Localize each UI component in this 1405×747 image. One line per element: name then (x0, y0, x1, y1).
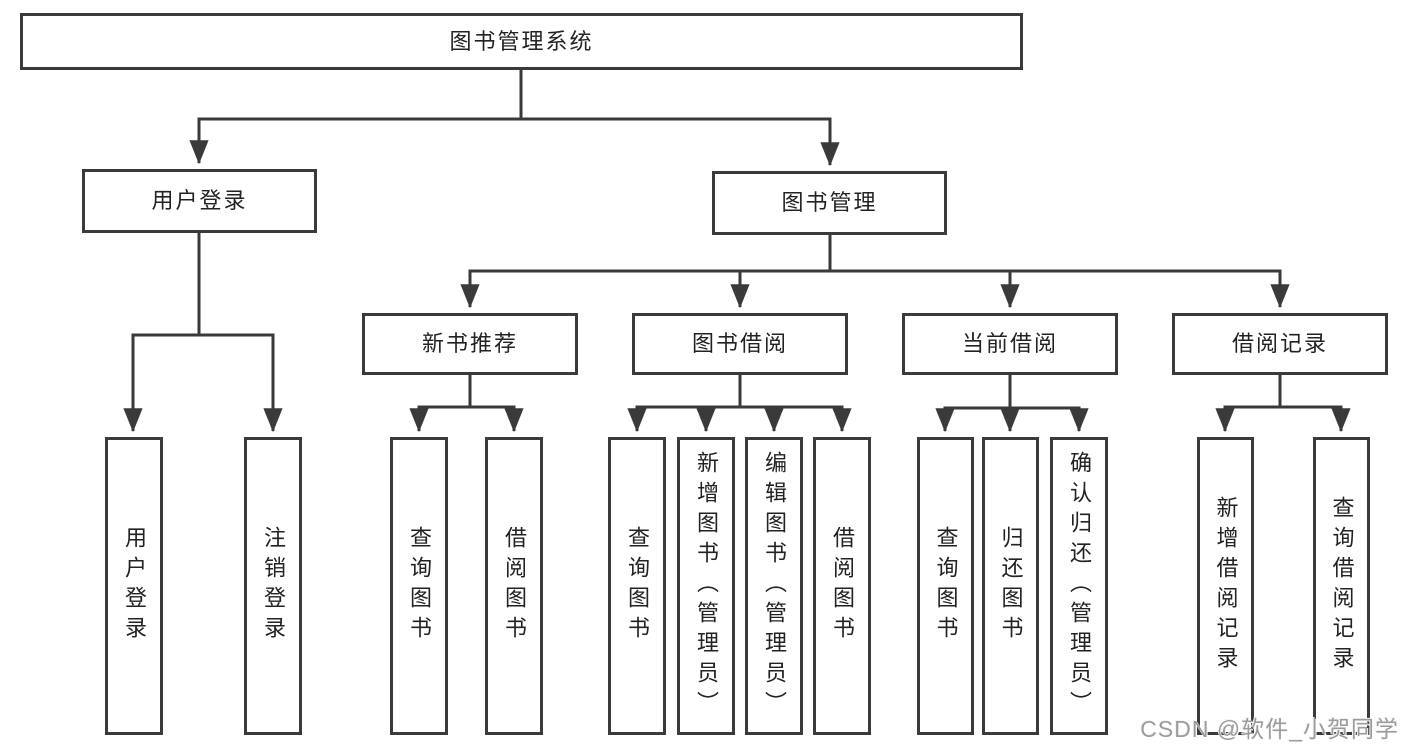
node-library-management-system: 图书管理系统 (20, 13, 1023, 70)
leaf-borrow-books: 借阅图书 (813, 437, 871, 735)
node-user-login: 用户登录 (82, 169, 317, 233)
leaf-query-books-current: 查询图书 (917, 437, 974, 735)
node-label: 用户登录 (122, 526, 147, 646)
node-label: 确认归还（管理员） (1067, 451, 1092, 721)
leaf-query-books-recommend: 查询图书 (390, 437, 448, 735)
node-label: 新书推荐 (421, 331, 518, 356)
leaf-logout: 注销登录 (244, 437, 302, 735)
node-borrow-records: 借阅记录 (1172, 313, 1388, 375)
leaf-query-borrow-record: 查询借阅记录 (1313, 437, 1370, 735)
node-label: 查询图书 (933, 526, 959, 646)
node-new-book-recommend: 新书推荐 (362, 313, 578, 375)
node-current-borrow: 当前借阅 (902, 313, 1118, 375)
node-label: 注销登录 (261, 526, 286, 646)
node-label: 查询图书 (407, 526, 432, 646)
leaf-return-books: 归还图书 (982, 437, 1039, 735)
node-label: 新增借阅记录 (1213, 496, 1239, 676)
node-label: 查询图书 (625, 526, 650, 646)
node-label: 借阅图书 (830, 526, 855, 646)
node-book-management: 图书管理 (712, 171, 947, 235)
node-label: 图书借阅 (691, 331, 788, 356)
node-label: 新增图书（管理员） (694, 451, 719, 721)
node-label: 借阅记录 (1231, 331, 1328, 356)
node-book-borrow: 图书借阅 (632, 313, 848, 375)
leaf-confirm-return-admin: 确认归还（管理员） (1050, 437, 1108, 735)
leaf-query-books-borrow: 查询图书 (608, 437, 666, 735)
node-label: 借阅图书 (502, 526, 527, 646)
node-label: 图书管理系统 (449, 28, 594, 54)
leaf-user-login: 用户登录 (105, 437, 163, 735)
leaf-edit-books-admin: 编辑图书（管理员） (745, 437, 803, 735)
csdn-watermark: CSDN @软件_小贺同学 (1140, 716, 1399, 742)
node-label: 编辑图书（管理员） (762, 451, 787, 721)
leaf-add-borrow-record: 新增借阅记录 (1197, 437, 1254, 735)
node-label: 图书管理 (781, 190, 878, 215)
leaf-add-books-admin: 新增图书（管理员） (677, 437, 735, 735)
node-label: 归还图书 (998, 526, 1024, 646)
node-label: 当前借阅 (961, 331, 1058, 356)
leaf-borrow-books-recommend: 借阅图书 (485, 437, 543, 735)
node-label: 查询借阅记录 (1329, 496, 1355, 676)
node-label: 用户登录 (151, 188, 248, 213)
